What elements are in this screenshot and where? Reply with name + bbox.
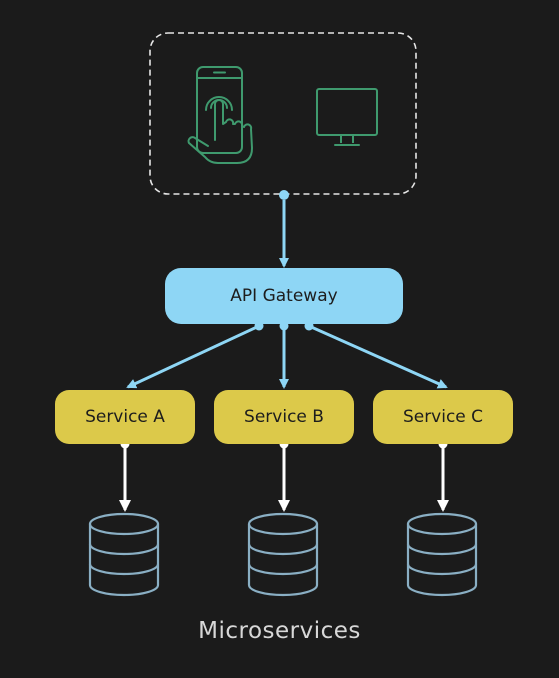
gateway-connectors bbox=[126, 324, 448, 389]
monitor-icon bbox=[316, 88, 378, 146]
service-c-db-arrow bbox=[437, 439, 449, 512]
client-connector-dot bbox=[279, 190, 289, 200]
api-gateway-label: API Gateway bbox=[230, 286, 338, 306]
service-a-db-arrow bbox=[119, 439, 131, 512]
service-c-node: Service C bbox=[373, 390, 513, 444]
database-icon bbox=[247, 512, 319, 597]
touch-phone-icon bbox=[187, 66, 253, 164]
api-gateway-node: API Gateway bbox=[165, 268, 403, 324]
gateway-to-service-c-arrow bbox=[308, 324, 448, 389]
service-a-node: Service A bbox=[55, 390, 195, 444]
diagram-caption: Microservices bbox=[198, 618, 361, 644]
service-a-label: Service A bbox=[85, 407, 165, 427]
service-b-db-arrow bbox=[278, 439, 290, 512]
service-c-label: Service C bbox=[402, 407, 484, 427]
db-connectors bbox=[119, 439, 449, 512]
database-icon bbox=[406, 512, 478, 597]
gateway-to-service-a-arrow bbox=[126, 324, 260, 389]
service-b-label: Service B bbox=[244, 407, 324, 427]
service-b-node: Service B bbox=[214, 390, 354, 444]
database-icon bbox=[88, 512, 160, 597]
client-devices-box bbox=[149, 32, 417, 195]
